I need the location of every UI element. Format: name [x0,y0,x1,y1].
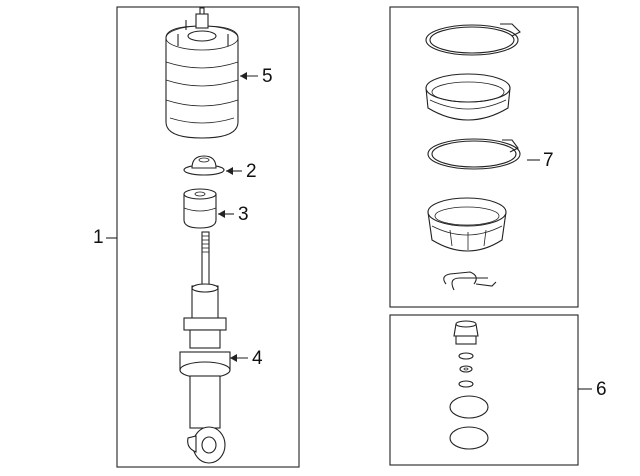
arrow-2 [226,167,233,175]
nut-part[interactable] [453,320,479,345]
boot-upper-part[interactable] [425,73,511,121]
arrow-3 [218,210,225,218]
callout-4: 4 [252,348,263,369]
boot-kit-box [389,6,579,308]
o-ring-small-inner [463,367,469,371]
clamp-band-upper-part[interactable] [425,23,521,56]
shock-assembly-box [116,6,300,468]
arrow-5 [240,72,247,80]
boot-lower-part[interactable] [427,197,507,252]
bump-stop-part[interactable] [183,188,217,229]
o-ring-large-lower-part[interactable] [449,426,489,450]
callout-5: 5 [262,66,273,87]
seal-part[interactable] [458,380,474,388]
air-spring-part[interactable] [165,7,239,139]
callout-1: 1 [93,227,104,248]
callout-2: 2 [246,161,257,182]
bump-stop-seat-part[interactable] [183,155,225,176]
washer-part[interactable] [458,352,474,360]
shock-absorber-part[interactable] [179,231,231,464]
arrow-4 [230,354,237,362]
callout-7: 7 [543,150,554,171]
clamp-band-lower-part[interactable] [427,138,521,170]
hardware-kit-box [389,314,579,466]
o-ring-small-part[interactable] [459,365,473,373]
callout-6: 6 [596,379,607,400]
o-ring-large-upper-part[interactable] [449,395,489,419]
clip-part[interactable] [443,271,497,291]
callout-3: 3 [238,204,249,225]
